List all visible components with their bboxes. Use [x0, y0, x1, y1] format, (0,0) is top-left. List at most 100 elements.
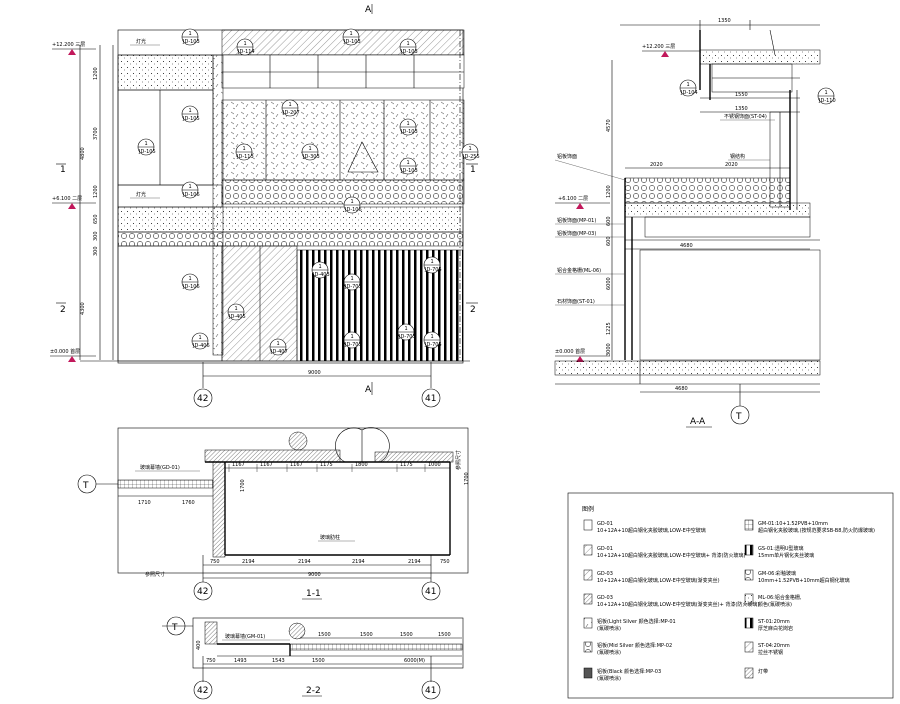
- detail-tag: 1JD-104: [679, 79, 698, 97]
- axis-41-elevation: 41: [421, 388, 441, 408]
- svg-text:300: 300: [93, 246, 99, 256]
- legend-swatch: [583, 544, 593, 556]
- svg-text:+12.200 三层: +12.200 三层: [52, 42, 85, 48]
- detail-tag-code: JD-705: [424, 342, 442, 348]
- detail-tag: 1JD-106: [181, 181, 200, 199]
- legend-item-desc: 厚芝麻白花岗岩: [758, 625, 793, 632]
- svg-text:1200: 1200: [93, 185, 99, 198]
- detail-tag: 1JD-705: [423, 256, 442, 274]
- section-aa-view: 1350 +12.200 三层 +6.100 二层 ±0.000 首层 1550…: [554, 18, 836, 428]
- detail-tag: 1JD-405: [227, 303, 246, 321]
- plan22-axis-t: T: [166, 616, 186, 636]
- detail-tag: 1JD-105: [137, 138, 156, 156]
- legend-item-code: GS-01:透明U型玻璃: [758, 545, 804, 552]
- legend-item-code: 铝板(Black 颜色选择:MP-03: [597, 668, 661, 675]
- legend-item-code: 灯带: [758, 668, 768, 675]
- plan11-dim-left-0: 1710: [138, 500, 151, 506]
- detail-tag-number: 1: [277, 341, 280, 347]
- elevation-vertical-dims: 1200 3700 4800 1200 650 300 300 4300: [80, 67, 99, 315]
- detail-tag-number: 1: [243, 146, 246, 152]
- detail-tag-number: 1: [199, 335, 202, 341]
- detail-tag: 1JD-113: [235, 143, 254, 161]
- legend-swatch: [744, 617, 754, 629]
- legend-item-code: 铝板(Light Silver 颜色选择:MP-01: [597, 618, 676, 625]
- svg-text:41: 41: [425, 686, 436, 696]
- plan11-label-frame: 玻璃肋柱: [320, 534, 340, 541]
- plan11-dim-side: 1700: [240, 479, 246, 492]
- detail-tag-code: JD-103: [343, 39, 361, 45]
- plan22-dim-left: 400: [196, 640, 202, 650]
- detail-tag-code: JD-113: [236, 154, 254, 160]
- svg-text:4300: 4300: [80, 302, 86, 315]
- legend-item-desc: 10mm+1.52PVB+10mm超白钢化玻璃: [758, 577, 850, 584]
- detail-tag-number: 1: [319, 264, 322, 270]
- plan11-dim-top: 1167: [290, 462, 303, 468]
- detail-tag: 1JD-303: [301, 143, 320, 161]
- detail-tag-number: 1: [189, 31, 192, 37]
- detail-tag-code: JD-103: [400, 49, 418, 55]
- aa-label-mid-2: 钢结构: [730, 153, 745, 160]
- legend-swatch: [583, 519, 593, 531]
- detail-tag-code: JD-705: [424, 267, 442, 273]
- marble-panel-area: [221, 99, 465, 181]
- detail-tag-code: JD-407: [270, 349, 288, 355]
- plan11-dim-bottom: 2194: [408, 559, 421, 565]
- svg-text:3700: 3700: [93, 127, 99, 140]
- svg-text:T: T: [171, 623, 178, 633]
- legend-item-desc: (氟碳喷涂): [597, 649, 621, 656]
- legend-item-code: GM-01:10+1.52PVB+10mm: [758, 521, 828, 527]
- plan11-note-right: 参照尺寸: [455, 450, 462, 470]
- label-light-2: 灯光: [136, 191, 146, 198]
- detail-tag: 1JD-103: [342, 28, 361, 46]
- detail-tag: 1JD-255: [461, 143, 480, 161]
- legend-item-desc: 15mm单片钢化夹丝玻璃: [758, 552, 814, 559]
- plan22-dim-top: 1500: [400, 632, 413, 638]
- section-mark-bottom: A: [365, 385, 372, 395]
- detail-tag-code: JD-255: [462, 154, 480, 160]
- svg-text:1225: 1225: [606, 322, 612, 335]
- detail-tag-number: 1: [235, 306, 238, 312]
- svg-text:铝板饰面(MP-01): 铝板饰面(MP-01): [557, 217, 596, 224]
- aa-level-0: ±0.000 首层: [555, 348, 610, 362]
- detail-tag: 1JD-403: [311, 261, 330, 279]
- svg-text:600: 600: [606, 236, 612, 246]
- detail-tag-number: 1: [289, 102, 292, 108]
- plan11-dim-top: 1175: [320, 462, 333, 468]
- legend-items: GD-0110+12A+10超白钢化夹胶玻璃,LOW-E中空玻璃GD-0110+…: [583, 519, 875, 682]
- plan11-dim-top: 1175: [400, 462, 413, 468]
- plan11-dim-right: 1700: [464, 472, 470, 485]
- detail-tag-number: 1: [407, 41, 410, 47]
- plan22-dim-top: 1500: [318, 632, 331, 638]
- svg-text:T: T: [82, 481, 89, 491]
- detail-tag-code: JD-106: [182, 284, 200, 290]
- aa-dim-bottom-1: 4680: [680, 243, 693, 249]
- svg-text:650: 650: [93, 214, 99, 224]
- detail-tag-code: JD-110: [818, 98, 836, 104]
- legend-item-code: GD-03: [597, 571, 613, 577]
- detail-tag-code: JD-207: [282, 110, 300, 116]
- detail-tag-number: 1: [351, 276, 354, 282]
- legend-item-desc: 10+12A+10超白钢化夹胶玻璃,LOW-E中空玻璃+ 背漆(防火玻璃): [597, 552, 745, 559]
- left-mark-1: 1: [60, 165, 66, 175]
- svg-text:3000: 3000: [606, 343, 612, 356]
- legend-item-code: ML-06:铝合金格栅,: [758, 594, 802, 601]
- detail-tag-code: JD-703: [344, 284, 362, 290]
- level-mark-12200: +12.200 三层: [52, 42, 96, 55]
- detail-tag-code: JD-403: [312, 272, 330, 278]
- aa-level-12200: +12.200 三层: [642, 44, 700, 57]
- svg-text:42: 42: [197, 394, 208, 404]
- detail-tag-code: JD-103: [400, 168, 418, 174]
- detail-tag-number: 1: [469, 146, 472, 152]
- svg-text:+6.100 二层: +6.100 二层: [52, 196, 82, 202]
- label-light-1: 灯光: [136, 38, 146, 45]
- plan22-axis-41: 41: [421, 680, 441, 700]
- detail-tag-code: JD-106: [344, 207, 362, 213]
- aa-dim-mid-0: 2020: [650, 162, 663, 168]
- plan11-dim-left-1: 1760: [182, 500, 195, 506]
- detail-tag-code: JD-105: [182, 116, 200, 122]
- plan11-curtain-wall: [117, 479, 214, 489]
